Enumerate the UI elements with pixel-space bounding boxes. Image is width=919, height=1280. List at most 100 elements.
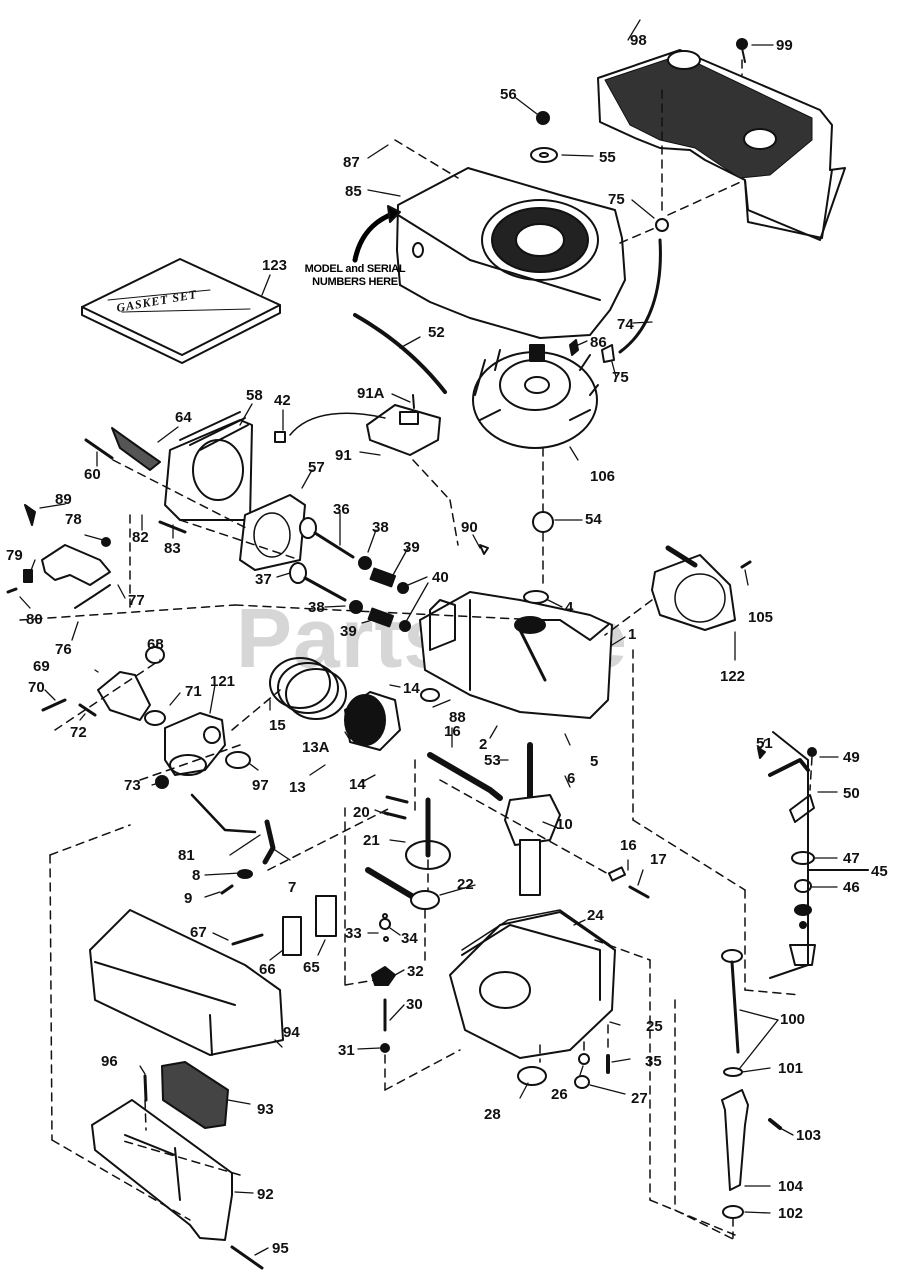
crankshaft-part[interactable] xyxy=(504,742,561,896)
intake-elbow-part[interactable] xyxy=(97,671,151,721)
callout-13A[interactable]: 13A xyxy=(302,739,330,756)
callout-25[interactable]: 25 xyxy=(646,1018,663,1035)
cap-part[interactable] xyxy=(789,944,816,966)
callout-52[interactable]: 52 xyxy=(428,324,445,341)
callout-67[interactable]: 67 xyxy=(190,924,207,941)
muffler-gasket-part-65[interactable] xyxy=(315,895,337,937)
callout-17[interactable]: 17 xyxy=(650,851,667,868)
callout-50[interactable]: 50 xyxy=(843,785,860,802)
callout-64[interactable]: 64 xyxy=(175,409,192,426)
callout-54[interactable]: 54 xyxy=(585,511,602,528)
callout-91[interactable]: 91 xyxy=(335,447,352,464)
callout-56[interactable]: 56 xyxy=(500,86,517,103)
screw-part-95[interactable] xyxy=(230,1245,264,1270)
o-ring-part-101[interactable] xyxy=(723,1067,743,1077)
flywheel-part[interactable] xyxy=(472,344,599,449)
callout-22[interactable]: 22 xyxy=(457,876,474,893)
callout-13[interactable]: 13 xyxy=(289,779,306,796)
screw-part-49[interactable] xyxy=(807,747,817,757)
callout-20[interactable]: 20 xyxy=(353,804,370,821)
washer-part-31[interactable] xyxy=(380,1043,390,1053)
callout-90[interactable]: 90 xyxy=(461,519,478,536)
callout-94[interactable]: 94 xyxy=(283,1024,300,1041)
callout-79[interactable]: 79 xyxy=(6,547,23,564)
retainer-part-38b[interactable] xyxy=(349,600,363,614)
ignition-armature-part[interactable] xyxy=(274,404,441,456)
blower-housing-part[interactable] xyxy=(396,167,626,339)
callout-2[interactable]: 2 xyxy=(479,736,488,753)
callout-103[interactable]: 103 xyxy=(796,1127,822,1144)
bushing-part-54[interactable] xyxy=(532,511,554,533)
screw-part-72[interactable] xyxy=(78,703,97,717)
callout-81[interactable]: 81 xyxy=(178,847,195,864)
callout-39-lower[interactable]: 39 xyxy=(340,623,357,640)
oil-seal-part-28[interactable] xyxy=(517,1066,547,1086)
callout-83[interactable]: 83 xyxy=(164,540,181,557)
callout-91A[interactable]: 91A xyxy=(357,385,385,402)
spark-plug-wire-boot[interactable] xyxy=(274,431,286,443)
screw-part-17[interactable] xyxy=(628,885,650,899)
callout-74[interactable]: 74 xyxy=(617,316,634,333)
keeper-part-40a[interactable] xyxy=(397,582,409,594)
valve-part-37[interactable] xyxy=(289,562,347,602)
callout-32[interactable]: 32 xyxy=(407,963,424,980)
clamp-part-75b[interactable] xyxy=(601,344,615,363)
callout-51[interactable]: 51 xyxy=(756,735,773,752)
carburetor-part[interactable] xyxy=(164,712,226,776)
dipstick-tube-part[interactable] xyxy=(721,1089,749,1191)
keeper-part-40b[interactable] xyxy=(399,620,411,632)
callout-80[interactable]: 80 xyxy=(26,611,43,628)
callout-87[interactable]: 87 xyxy=(343,154,360,171)
callout-5[interactable]: 5 xyxy=(590,753,599,770)
seal-part-102[interactable] xyxy=(722,1205,744,1219)
callout-78[interactable]: 78 xyxy=(65,511,82,528)
callout-86[interactable]: 86 xyxy=(590,334,607,351)
spring-part-89[interactable] xyxy=(24,504,36,526)
callout-105[interactable]: 105 xyxy=(748,609,774,626)
callout-53[interactable]: 53 xyxy=(484,752,501,769)
callout-9[interactable]: 9 xyxy=(184,890,193,907)
callout-33[interactable]: 33 xyxy=(345,925,362,942)
fuel-line-part[interactable] xyxy=(618,238,662,354)
callout-82[interactable]: 82 xyxy=(132,529,149,546)
callout-35[interactable]: 35 xyxy=(645,1053,662,1070)
connecting-rod-part[interactable] xyxy=(427,752,503,801)
callout-71[interactable]: 71 xyxy=(185,683,202,700)
muffler-plate-part-66[interactable] xyxy=(282,916,302,956)
screw-part-70[interactable] xyxy=(41,698,67,712)
breather-tube-part[interactable] xyxy=(353,313,447,394)
gasket-set-box-part[interactable] xyxy=(81,258,281,364)
bushing-part-8[interactable] xyxy=(237,869,253,879)
air-cleaner-cover-part-94[interactable] xyxy=(89,909,284,1056)
callout-14-upper[interactable]: 14 xyxy=(403,680,420,697)
seal-part-47[interactable] xyxy=(791,851,815,865)
callout-89[interactable]: 89 xyxy=(55,491,72,508)
clip-part-90[interactable] xyxy=(479,544,489,555)
callout-65[interactable]: 65 xyxy=(303,959,320,976)
spacer-part-33[interactable] xyxy=(379,918,391,930)
washer-part-34a[interactable] xyxy=(382,913,388,919)
callout-95[interactable]: 95 xyxy=(272,1240,289,1257)
callout-14-lower[interactable]: 14 xyxy=(349,776,366,793)
callout-101[interactable]: 101 xyxy=(778,1060,804,1077)
piston-rings-part[interactable] xyxy=(269,657,347,720)
key-part-86[interactable] xyxy=(569,339,579,356)
piston-part[interactable] xyxy=(344,691,401,751)
callout-66[interactable]: 66 xyxy=(259,961,276,978)
callout-15[interactable]: 15 xyxy=(269,717,286,734)
callout-38-upper[interactable]: 38 xyxy=(372,519,389,536)
callout-106[interactable]: 106 xyxy=(590,468,616,485)
callout-77[interactable]: 77 xyxy=(128,592,145,609)
callout-47[interactable]: 47 xyxy=(843,850,860,867)
callout-7[interactable]: 7 xyxy=(288,879,297,896)
callout-68[interactable]: 68 xyxy=(147,636,164,653)
screw-part-78[interactable] xyxy=(101,537,111,547)
spring-part-39b[interactable] xyxy=(367,607,395,628)
callout-58[interactable]: 58 xyxy=(246,387,263,404)
callout-4[interactable]: 4 xyxy=(565,599,574,616)
washer-part-26[interactable] xyxy=(578,1053,590,1065)
callout-99[interactable]: 99 xyxy=(776,37,793,54)
callout-27[interactable]: 27 xyxy=(631,1090,648,1107)
seal-part-88[interactable] xyxy=(420,688,440,702)
spark-plug-part[interactable] xyxy=(111,427,161,471)
